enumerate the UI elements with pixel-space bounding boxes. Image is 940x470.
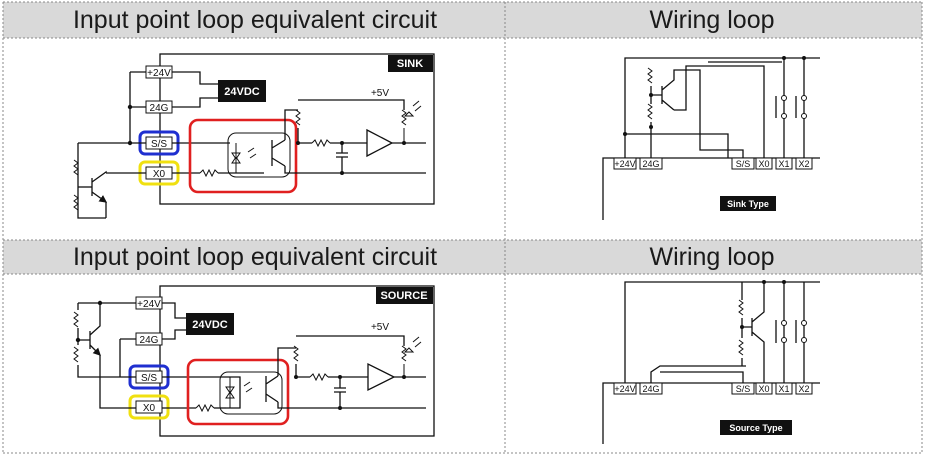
source-wt-24v-label: +24V — [614, 384, 635, 394]
source-wt-24g-label: 24G — [642, 384, 659, 394]
sink-wt-x1-label: X1 — [778, 159, 789, 169]
source-terminal-x0-label: X0 — [143, 403, 156, 414]
source-photocoupler — [219, 371, 283, 415]
header-top-right: Wiring loop — [649, 6, 774, 34]
source-wt-x2-label: X2 — [798, 384, 809, 394]
sink-wt-24g-label: 24G — [642, 159, 659, 169]
source-5v-label: +5V — [371, 322, 389, 333]
sink-circuit: SINK +24V 24G 24VDC S/S X0 — [73, 53, 435, 219]
sink-terminal-24g-label: 24G — [150, 103, 169, 114]
sink-wt-x0-label: X0 — [758, 159, 769, 169]
sink-wt-x2-label: X2 — [798, 159, 809, 169]
source-supply — [186, 313, 234, 335]
source-wt-ss-label: S/S — [736, 384, 751, 394]
sink-type-caption: Sink Type — [727, 199, 769, 209]
source-module-box — [159, 285, 435, 437]
table-frame — [2, 1, 923, 454]
sink-wt-24v-label: +24V — [614, 159, 635, 169]
sink-terminal-x0-label: X0 — [153, 169, 166, 180]
source-terminal-ss-label: S/S — [141, 373, 157, 384]
sink-module-box — [159, 53, 435, 205]
sink-terminal-strip: +24V 24G S/S X0 X1 X2 — [613, 157, 813, 170]
source-x0-highlight — [128, 394, 170, 420]
sink-wiring: +24V 24G S/S X0 X1 X2 — [602, 56, 820, 220]
source-badge-label: SOURCE — [380, 290, 427, 302]
sink-supply-label: 24VDC — [224, 86, 260, 98]
sink-type-caption-box — [720, 196, 776, 211]
source-supply-label: 24VDC — [192, 319, 228, 331]
source-type-caption-box — [720, 420, 792, 435]
source-wiring: +24V 24G S/S X0 X1 X2 Source Ty — [602, 280, 820, 444]
sink-terminal-ss-label: S/S — [151, 139, 167, 150]
source-terminal-strip: +24V 24G S/S X0 X1 X2 — [613, 382, 813, 395]
source-coupler-highlight — [186, 358, 290, 426]
source-badge — [376, 287, 433, 304]
sink-5v-label: +5V — [371, 88, 389, 99]
source-terminal-x0 — [135, 400, 163, 414]
source-circuit: SOURCE +24V 24G 24VDC S/S X0 — [73, 285, 435, 437]
header-bottom-left: Input point loop equivalent circuit — [73, 243, 437, 271]
source-type-caption: Source Type — [729, 423, 782, 433]
source-terminal-24v-label: +24V — [137, 299, 161, 310]
header-top-left: Input point loop equivalent circuit — [73, 6, 437, 34]
sink-supply — [218, 80, 266, 102]
sink-photocoupler — [227, 132, 291, 178]
sink-badge-label: SINK — [397, 58, 423, 70]
source-wt-x1-label: X1 — [778, 384, 789, 394]
sink-wt-ss-label: S/S — [736, 159, 751, 169]
header-bottom-right: Wiring loop — [649, 243, 774, 271]
sink-terminal-24v-label: +24V — [147, 68, 171, 79]
sink-badge — [388, 55, 433, 72]
sink-coupler-highlight — [188, 118, 298, 194]
source-terminal-24g-label: 24G — [140, 335, 159, 346]
source-wt-x0-label: X0 — [758, 384, 769, 394]
